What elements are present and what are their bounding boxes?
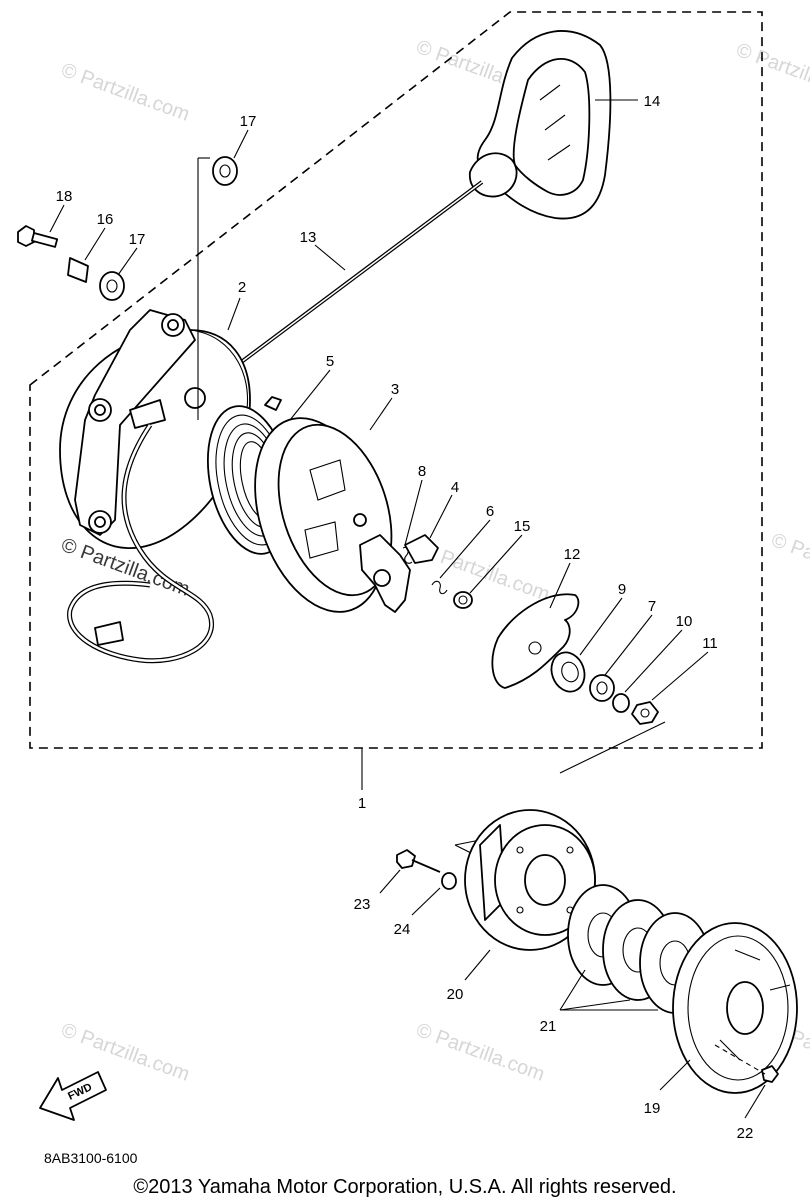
ratchet-guide <box>550 651 586 693</box>
spring-washer <box>612 693 630 713</box>
diagram-code: 8AB3100-6100 <box>44 1150 138 1166</box>
callout-8: 8 <box>418 463 426 480</box>
callout-10: 10 <box>676 613 693 630</box>
friction-washer <box>453 591 473 609</box>
starter-handle <box>469 30 612 220</box>
washer-24 <box>441 872 457 890</box>
screw <box>714 1044 779 1083</box>
callout-11: 11 <box>702 635 718 652</box>
friction-spring <box>431 580 448 595</box>
callout-20: 20 <box>447 986 464 1003</box>
watermark: © Partzilla.com <box>768 529 810 596</box>
callout-23: 23 <box>354 896 371 913</box>
callout-21: 21 <box>540 1018 557 1035</box>
starter-pulley <box>464 809 596 951</box>
callout-14: 14 <box>644 93 661 110</box>
watermark: © Partzilla.com <box>733 39 810 106</box>
starter-case <box>59 309 251 664</box>
callout-15: 15 <box>514 518 531 535</box>
friction-plate <box>491 593 580 689</box>
watermark: © Partzilla.com <box>58 1019 192 1086</box>
drive-plate <box>672 922 798 1094</box>
assembly-boundary <box>29 11 763 749</box>
callout-9: 9 <box>618 581 626 598</box>
forward-arrow-icon: FWD <box>39 1071 107 1121</box>
drive-ratchet <box>359 534 439 613</box>
callout-3: 3 <box>391 381 399 398</box>
callout-24: 24 <box>394 921 411 938</box>
callout-17-top: 17 <box>240 113 257 130</box>
washer <box>589 674 615 702</box>
leader-lines <box>49 99 766 1119</box>
watermark: © Partzilla.com <box>413 1019 547 1086</box>
callout-22: 22 <box>737 1125 754 1142</box>
nut <box>631 701 659 725</box>
callout-6: 6 <box>486 503 494 520</box>
bolt-23 <box>396 849 441 873</box>
callout-13: 13 <box>300 229 317 246</box>
ratchet-spring <box>402 546 413 564</box>
bolt <box>17 225 59 248</box>
callout-12: 12 <box>564 546 581 563</box>
grommet <box>99 271 125 301</box>
callout-2: 2 <box>238 279 246 296</box>
callout-16: 16 <box>97 211 114 228</box>
callout-17-left: 17 <box>129 231 146 248</box>
watermark: © Partzilla.com <box>58 59 192 126</box>
callout-19: 19 <box>644 1100 661 1117</box>
callout-4: 4 <box>451 479 459 496</box>
callout-labels: 1 2 3 4 5 6 7 8 9 10 11 12 13 14 15 16 1… <box>56 93 754 1142</box>
callout-5: 5 <box>326 353 334 370</box>
callout-18: 18 <box>56 188 73 205</box>
callout-1: 1 <box>358 795 366 812</box>
starter-rope <box>238 180 484 365</box>
copyright-notice: ©2013 Yamaha Motor Corporation, U.S.A. A… <box>133 1176 676 1198</box>
collar <box>67 257 89 283</box>
grommet <box>212 156 238 186</box>
callout-7: 7 <box>648 598 656 615</box>
